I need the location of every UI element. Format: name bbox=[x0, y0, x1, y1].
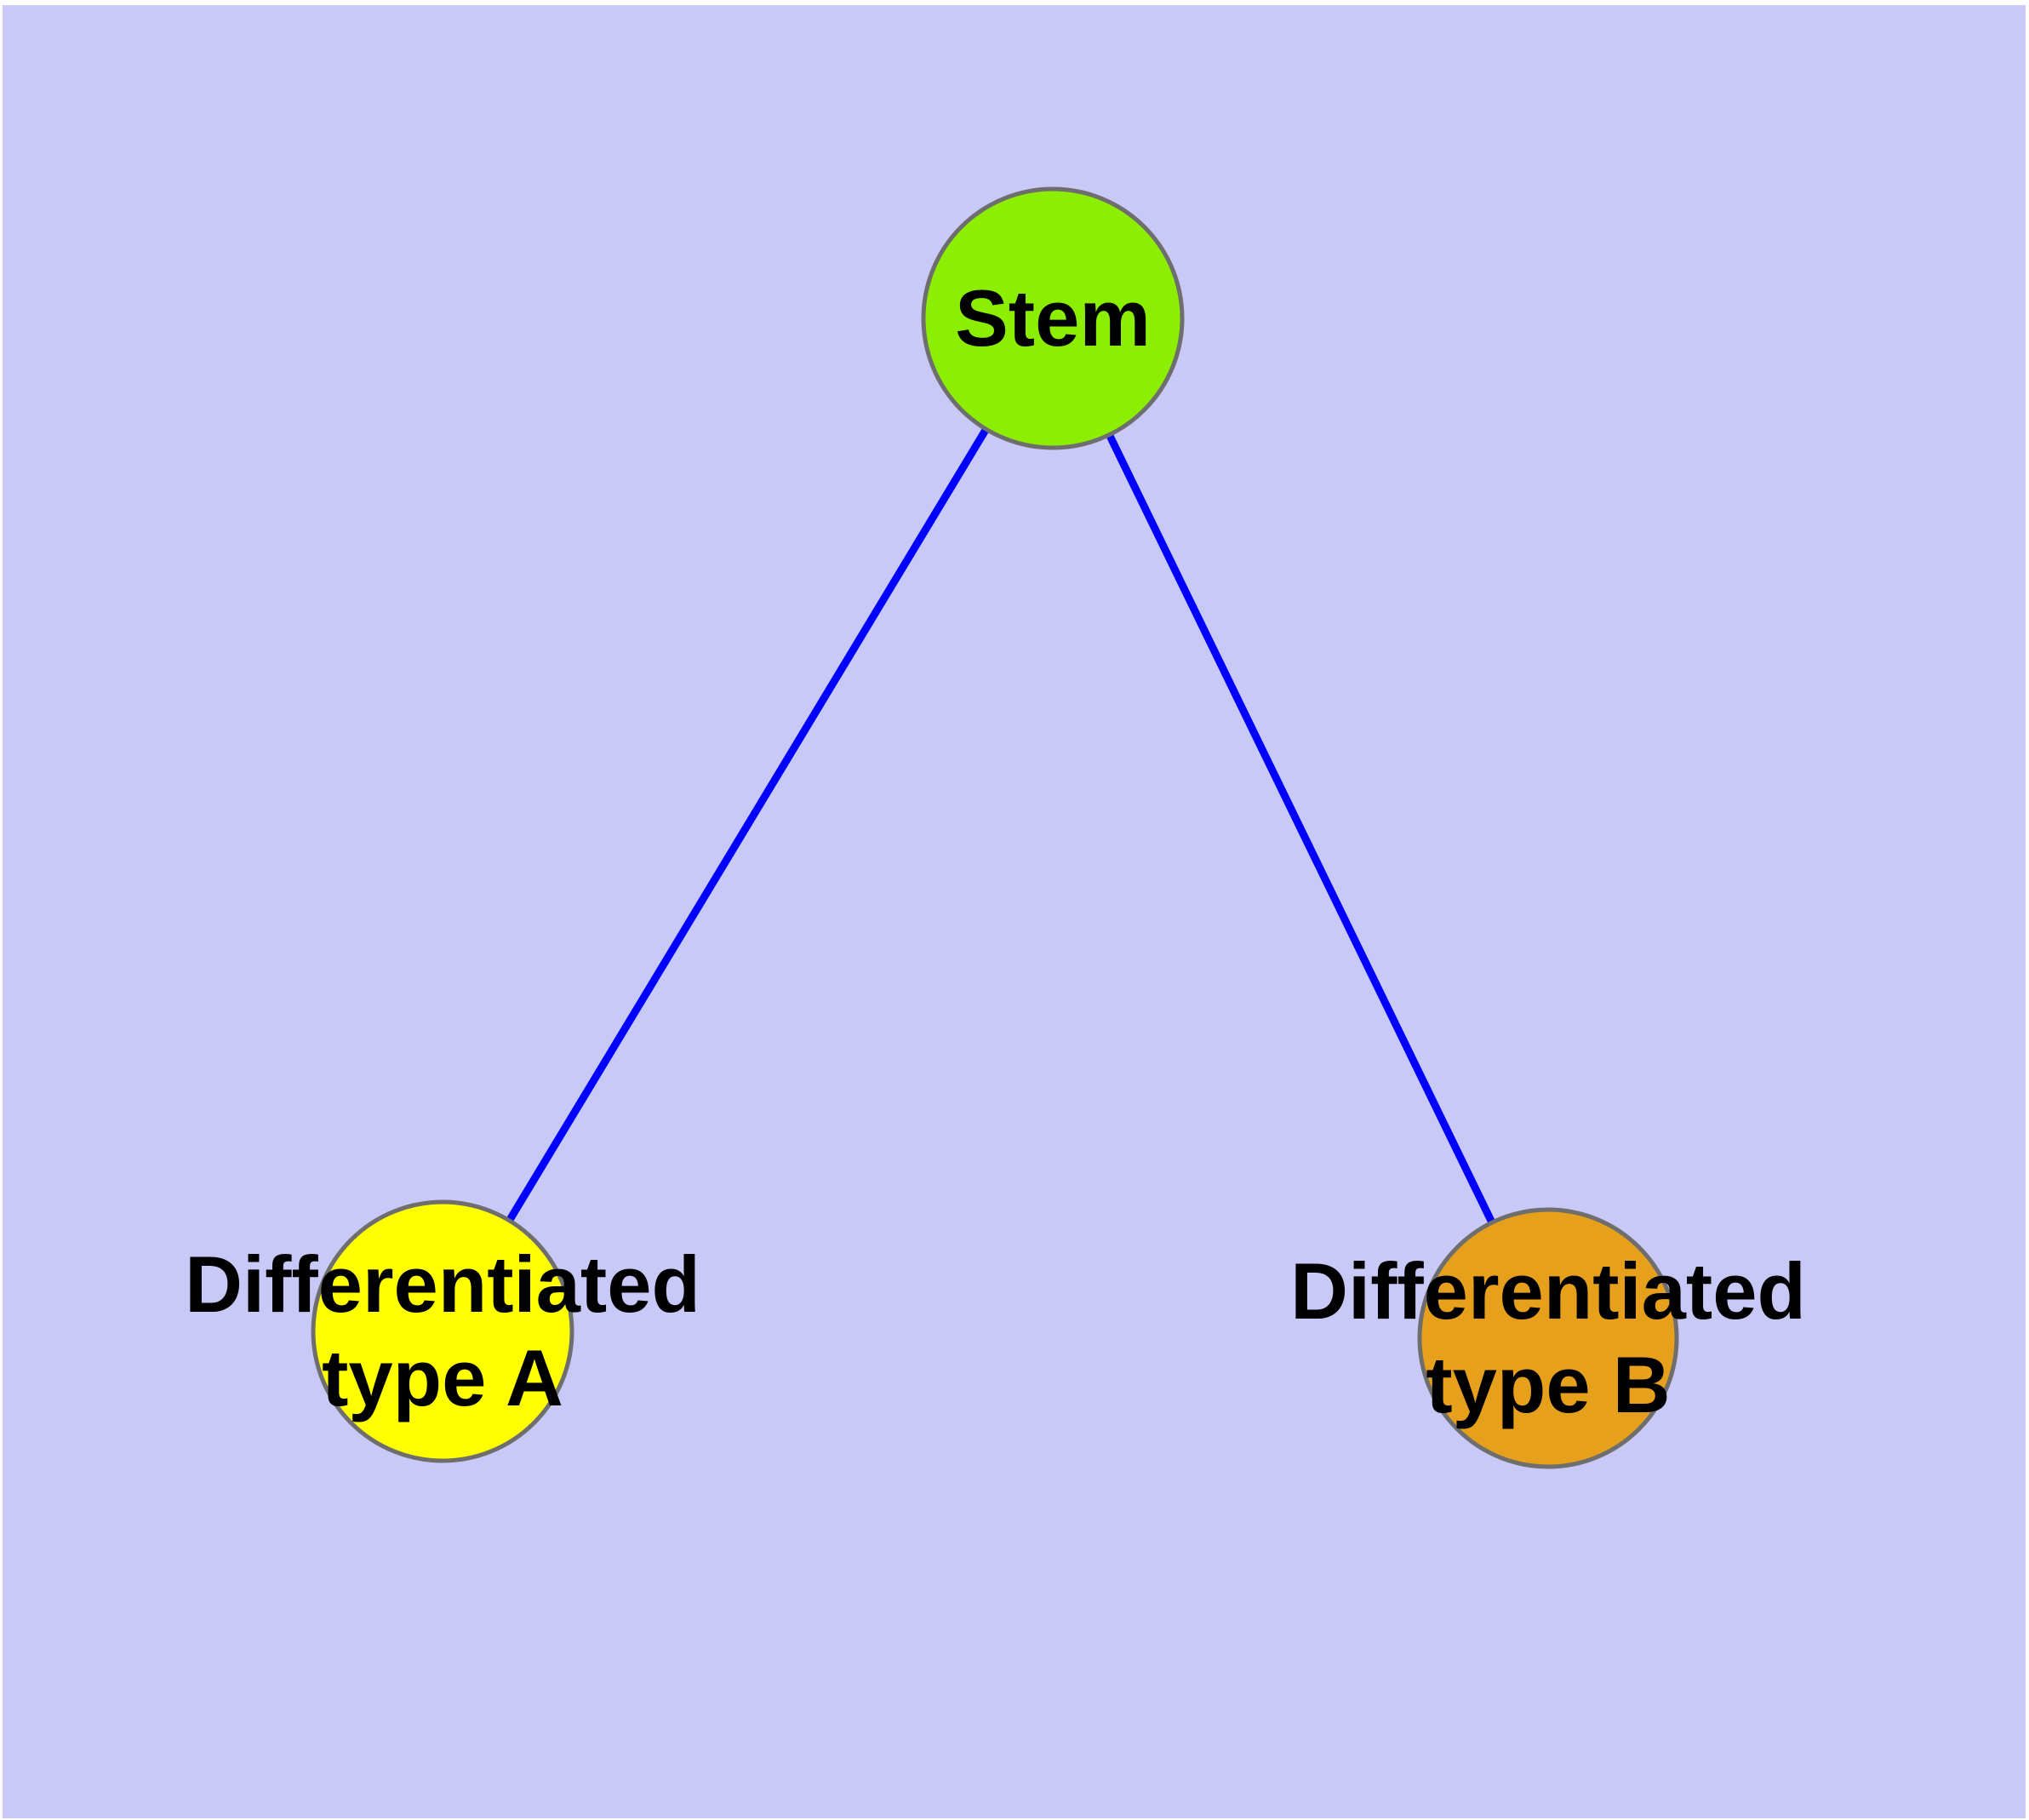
node-differentiated-type-a bbox=[311, 1199, 574, 1463]
edge-stem-to-differentiated-type-b bbox=[1049, 317, 1552, 1340]
node-stem bbox=[921, 186, 1185, 450]
edges-group bbox=[439, 316, 1552, 1340]
edge-stem-to-differentiated-type-a bbox=[439, 316, 1056, 1334]
nodes-group bbox=[311, 186, 1679, 1469]
node-differentiated-type-b bbox=[1417, 1207, 1679, 1469]
